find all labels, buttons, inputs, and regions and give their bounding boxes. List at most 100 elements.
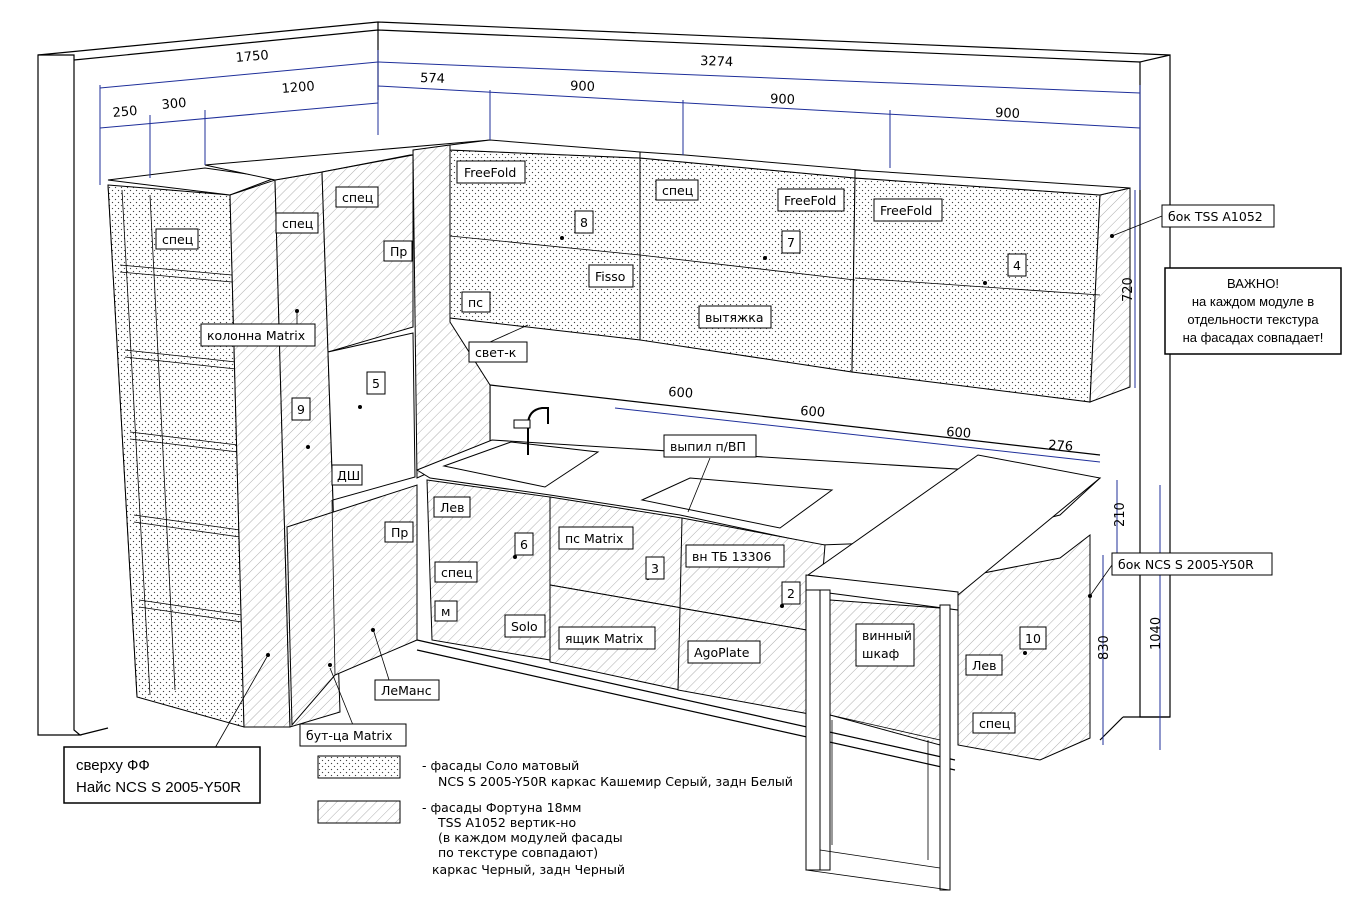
legend: - фасады Соло матовый NCS S 2005-Y50R ка…: [317, 755, 793, 877]
dim-900c: 900: [995, 106, 1020, 122]
label-lev-2: Лев: [965, 654, 1003, 676]
label-svet: свет-к: [468, 341, 528, 363]
label-kolonna: колонна Matrix: [200, 323, 316, 347]
module-9: 9: [291, 397, 311, 421]
dim-600a: 600: [668, 385, 694, 402]
dimension-lines: [99, 50, 1161, 750]
module-6: 6: [514, 532, 534, 556]
module-5: 5: [366, 371, 386, 395]
svg-text:- фасады Фортуна 18мм: - фасады Фортуна 18мм: [422, 800, 581, 815]
module-numbers: 8 7 4 5 9 6 3 2 10: [291, 210, 1047, 650]
svg-text:спец: спец: [342, 190, 373, 205]
dim-600b: 600: [800, 404, 826, 421]
svg-text:FreeFold: FreeFold: [464, 165, 516, 180]
dim-210: 210: [1113, 502, 1128, 527]
label-agoplate: AgoPlate: [687, 640, 761, 664]
marker-dots: [266, 234, 1114, 667]
svg-text:2: 2: [787, 586, 795, 601]
dim-574: 574: [420, 71, 445, 87]
dim-1200: 1200: [281, 79, 315, 97]
label-lemans: ЛеМанс: [374, 679, 440, 701]
dim-1040: 1040: [1149, 617, 1164, 650]
svg-text:9: 9: [297, 402, 305, 417]
svg-text:спец: спец: [662, 183, 693, 198]
svg-text:Лев: Лев: [972, 658, 996, 673]
svg-text:винный: винный: [862, 628, 912, 643]
dim-900a: 900: [570, 79, 595, 95]
svg-text:пс: пс: [468, 295, 483, 310]
label-bok-ncs: бок NCS S 2005-Y50R: [1111, 552, 1273, 576]
label-dsh: ДШ: [331, 464, 363, 486]
svg-text:шкаф: шкаф: [862, 646, 899, 661]
module-3: 3: [645, 556, 665, 580]
svg-text:4: 4: [1013, 258, 1021, 273]
label-spec-shelf: спец: [155, 228, 199, 250]
svg-text:спец: спец: [979, 716, 1010, 731]
svg-text:NCS S 2005-Y50R каркас Кашемир: NCS S 2005-Y50R каркас Кашемир Серый, за…: [438, 774, 793, 789]
svg-text:вн ТБ 13306: вн ТБ 13306: [692, 549, 772, 564]
label-m: м: [434, 600, 458, 622]
svg-text:8: 8: [580, 215, 588, 230]
label-freefold-2: FreeFold: [777, 188, 845, 212]
label-yashik: ящик Matrix: [558, 626, 656, 650]
svg-text:6: 6: [520, 537, 528, 552]
svg-text:спец: спец: [282, 216, 313, 231]
svg-text:ЛеМанс: ЛеМанс: [381, 683, 432, 698]
svg-text:выпил п/ВП: выпил п/ВП: [670, 439, 746, 454]
label-spec-upper: спец: [655, 179, 699, 201]
label-ps: пс: [461, 291, 491, 313]
label-vn-tb: вн ТБ 13306: [685, 544, 785, 568]
svg-text:на фасадах совпадает!: на фасадах совпадает!: [1183, 330, 1324, 345]
svg-text:по текстуре совпадают): по текстуре совпадают): [438, 845, 598, 860]
important-note: ВАЖНО! на каждом модуле в отдельности те…: [1164, 267, 1342, 355]
svg-text:10: 10: [1025, 631, 1041, 646]
svg-text:AgoPlate: AgoPlate: [694, 645, 750, 660]
svg-text:отдельности текстура: отдельности текстура: [1187, 312, 1319, 327]
svg-text:Solo: Solo: [511, 619, 538, 634]
dim-900b: 900: [770, 92, 795, 108]
svg-text:спец: спец: [162, 232, 193, 247]
module-4: 4: [1007, 253, 1027, 277]
svg-text:(в каждом модулей фасады: (в каждом модулей фасады: [438, 830, 623, 845]
dim-top-total: 3274: [700, 54, 734, 70]
svg-text:7: 7: [787, 235, 795, 250]
dim-250: 250: [112, 104, 138, 121]
label-spec-col2: спец: [275, 212, 319, 234]
label-wine-cabinet: винный шкаф: [855, 623, 915, 667]
dim-300: 300: [161, 96, 187, 113]
dim-left-total: 1750: [235, 48, 269, 66]
upper-cabinets: [449, 139, 1131, 403]
svg-text:м: м: [441, 604, 450, 619]
faucet-icon: [513, 407, 549, 455]
svg-text:FreeFold: FreeFold: [880, 203, 932, 218]
svg-text:- фасады Соло матовый: - фасады Соло матовый: [422, 758, 579, 773]
svg-text:колонна Matrix: колонна Matrix: [207, 328, 305, 343]
label-spec-base: спец: [434, 561, 478, 583]
svg-text:пс Matrix: пс Matrix: [565, 531, 623, 546]
label-lev-1: Лев: [433, 496, 471, 518]
leader-lines: [214, 215, 1163, 749]
label-bok-tss: бок TSS A1052: [1161, 204, 1275, 228]
label-pr-lower: Пр: [384, 521, 414, 543]
callout-labels: FreeFold FreeFold FreeFold спец спец спе…: [155, 160, 1275, 747]
module-10: 10: [1019, 626, 1047, 650]
dim-276: 276: [1048, 438, 1074, 455]
svg-text:Лев: Лев: [440, 500, 464, 515]
svg-text:3: 3: [651, 561, 659, 576]
label-ps-matrix: пс Matrix: [558, 526, 634, 550]
svg-text:TSS A1052 вертик-но: TSS A1052 вертик-но: [437, 815, 576, 830]
label-spec-right: спец: [972, 712, 1016, 734]
label-pr-upper: Пр: [383, 240, 413, 262]
module-8: 8: [574, 210, 594, 234]
dim-830: 830: [1097, 635, 1112, 660]
column-units: [204, 139, 491, 728]
svg-text:Пр: Пр: [390, 244, 407, 259]
svg-text:Найс NCS S 2005-Y50R: Найс NCS S 2005-Y50R: [76, 779, 241, 796]
label-fisso: Fisso: [588, 264, 634, 288]
svg-text:FreeFold: FreeFold: [784, 193, 836, 208]
svg-text:5: 5: [372, 376, 380, 391]
svg-text:ВАЖНО!: ВАЖНО!: [1227, 276, 1279, 291]
svg-text:спец: спец: [441, 565, 472, 580]
svg-text:бок TSS A1052: бок TSS A1052: [1168, 209, 1263, 224]
